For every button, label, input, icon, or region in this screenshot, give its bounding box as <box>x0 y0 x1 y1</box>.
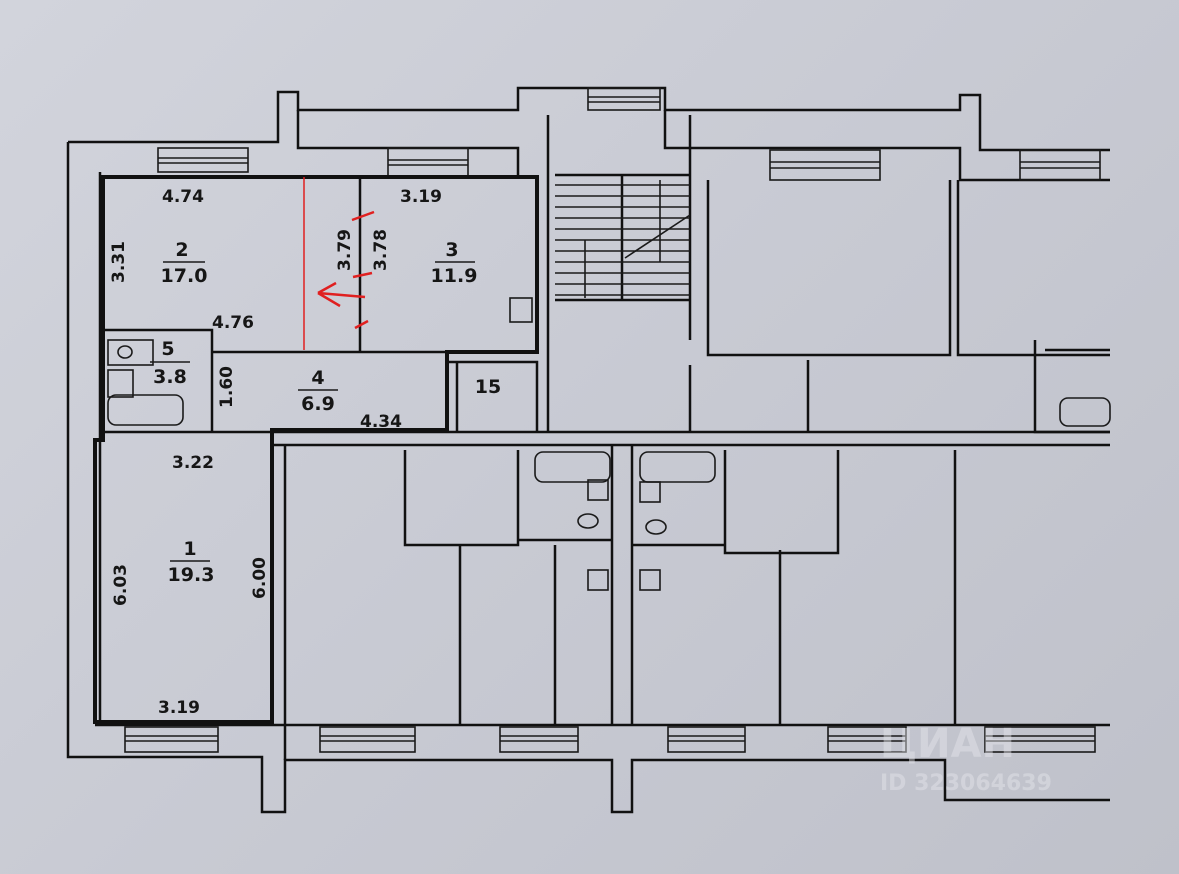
room-area: 11.9 <box>431 265 478 287</box>
room-number: 1 <box>183 538 196 560</box>
dimension: 6.03 <box>111 564 131 606</box>
closet-label: 15 <box>475 376 501 398</box>
dimension: 3.19 <box>400 187 442 207</box>
dimension: 3.78 <box>371 229 391 271</box>
dimension: 1.60 <box>217 366 237 408</box>
apartment-outline <box>93 175 539 724</box>
dimension: 4.74 <box>162 187 204 207</box>
room-label-1: 1 19.3 <box>168 538 215 586</box>
watermark-brand: ЦИАН <box>880 721 1015 767</box>
dimension: 4.76 <box>212 313 254 333</box>
room-number: 4 <box>311 367 324 389</box>
dimension: 3.22 <box>172 453 214 473</box>
room-label-3: 3 11.9 <box>431 239 478 287</box>
stairwell <box>546 115 692 432</box>
dimension: 6.00 <box>250 557 270 599</box>
room-area: 17.0 <box>161 265 208 287</box>
red-annotation <box>303 177 375 350</box>
dimension: 3.31 <box>109 241 129 283</box>
room-area: 6.9 <box>301 393 335 415</box>
neighbor-walls <box>283 180 1111 725</box>
watermark-id: ID 323064639 <box>880 771 1052 796</box>
room-label-2: 2 17.0 <box>161 239 208 287</box>
room-label-4: 4 6.9 <box>298 367 338 415</box>
room-number: 5 <box>161 338 174 360</box>
room-number: 2 <box>175 239 188 261</box>
room-area: 19.3 <box>168 564 215 586</box>
dimension: 4.34 <box>360 412 402 432</box>
room-area: 3.8 <box>153 366 187 388</box>
room-number: 3 <box>445 239 458 261</box>
room-label-5: 5 3.8 <box>150 338 190 388</box>
dimension: 3.79 <box>335 229 355 271</box>
dimension: 3.19 <box>158 698 200 718</box>
